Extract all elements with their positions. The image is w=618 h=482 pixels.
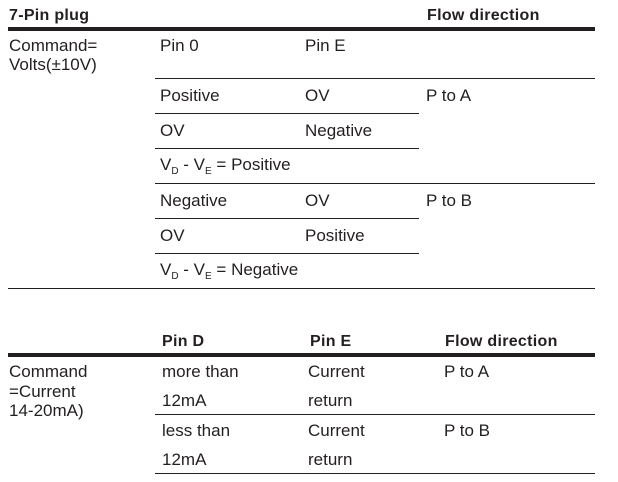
cell-pin0: Positive [160, 86, 220, 105]
flow-direction-header: Flow direction [445, 333, 558, 350]
d-subscript: D [171, 166, 179, 177]
cell-pin0: Negative [160, 191, 228, 210]
divider [155, 253, 419, 254]
divider [155, 183, 595, 184]
col-pin-e: Pin E [305, 36, 346, 55]
cell-pin-e-line2: return [308, 391, 353, 410]
row-label-line1: Command= [9, 36, 98, 55]
minus-v: - V [178, 155, 206, 174]
cell-pin-d-line2: 12mA [162, 450, 207, 469]
v-symbol: V [160, 260, 172, 279]
cell-pin-e-line1: Current [308, 421, 365, 440]
cell-pine: Positive [305, 226, 365, 245]
cell-pin-d-line1: less than [162, 421, 231, 440]
cell-pine: OV [305, 191, 330, 210]
pin-e-header: Pin E [310, 333, 352, 350]
divider [155, 414, 595, 415]
cell-flow: P to B [426, 191, 472, 210]
divider [155, 218, 419, 219]
cell-pin-e-line2: return [308, 450, 353, 469]
cell-flow: P to B [444, 421, 490, 440]
row-label-line2: =Current [9, 382, 76, 401]
col-pin-0: Pin 0 [160, 36, 199, 55]
row-label-line3: 14-20mA) [9, 401, 84, 420]
header-rule [8, 353, 595, 357]
cell-flow: P to A [444, 362, 490, 381]
row-label-line1: Command [9, 362, 88, 381]
flow-direction-header: Flow direction [427, 7, 540, 24]
differential-negative: VD - VE = Negative [160, 260, 299, 282]
cell-pin-e-line1: Current [308, 362, 365, 381]
v-symbol: V [160, 155, 172, 174]
divider [155, 113, 419, 114]
pin-d-header: Pin D [162, 333, 205, 350]
minus-v: - V [178, 260, 206, 279]
header-rule [8, 27, 595, 31]
table-bottom-rule [155, 473, 595, 474]
e-subscript: E [205, 166, 212, 177]
cell-pin0: OV [160, 121, 185, 140]
e-subscript: E [205, 271, 212, 282]
d-subscript: D [171, 271, 179, 282]
cell-flow: P to A [426, 86, 472, 105]
plug-header: 7-Pin plug [9, 7, 90, 24]
divider [155, 148, 419, 149]
divider [155, 78, 595, 79]
cell-pin-d-line2: 12mA [162, 391, 207, 410]
cell-pin-d-line1: more than [162, 362, 239, 381]
cell-pine: OV [305, 86, 330, 105]
row-label-line2: Volts(±10V) [9, 55, 97, 74]
equals-positive: = Positive [211, 155, 291, 174]
differential-positive: VD - VE = Positive [160, 155, 291, 177]
table-bottom-rule [8, 288, 595, 289]
cell-pine: Negative [305, 121, 373, 140]
cell-pin0: OV [160, 226, 185, 245]
equals-negative: = Negative [211, 260, 299, 279]
